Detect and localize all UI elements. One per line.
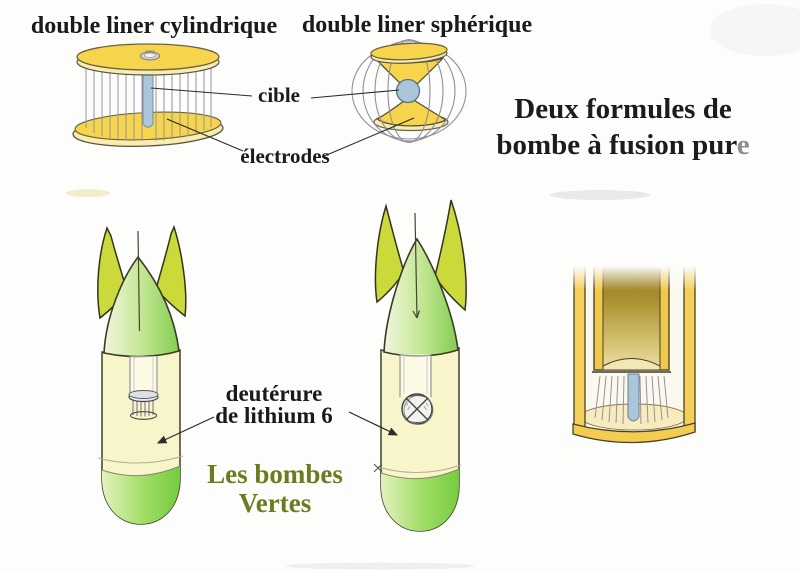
target-sphere [395,78,421,104]
inner-tube [399,354,432,397]
cylindrical-liner-drawing [72,43,224,147]
target-rod [142,61,154,128]
top-disc-face [370,42,448,61]
electrodes-connector-right [321,117,415,158]
bomb-nose-green [102,466,180,524]
fuel-arrow-right [348,411,399,436]
cible-connector-right [310,89,400,99]
label-cible: cible [258,83,300,107]
suspension-wire [137,230,141,332]
spherical-liner-drawing [351,38,467,144]
piston-dome [602,358,661,371]
label-electrodes: électrodes [240,144,330,168]
cup-band [572,422,696,444]
right-fin [434,199,467,312]
green-bomb-spherical [373,199,467,532]
fuel-arrow-left [156,416,215,444]
suspension-wire [412,212,421,319]
main-title-fade-letter: e [736,129,750,161]
label-fuel-line1: deutérure [225,381,323,406]
caption-line1: Les bombes [207,459,343,489]
target-rod [627,373,640,422]
mini-liner-wires [132,400,154,417]
top-fade [565,242,705,290]
caption-green-bombs: Les bombes Vertes [207,460,343,518]
left-fin [374,203,405,304]
callout-lines [150,87,415,158]
main-title-line2: bombe à fusion pure [496,129,750,161]
main-title-line1: Deux formules de [514,93,732,125]
fuel-surface-line [377,464,462,473]
scan-smudges [66,4,800,570]
fuel-callout-arrows [156,411,399,444]
barrel-cross-section-drawing [565,242,705,444]
cible-connector-left [150,87,253,97]
electrode-fan [594,375,669,425]
heading-cylindrical: double liner cylindrique [30,13,278,39]
label-fuel: deutérure de lithium 6 [215,381,333,428]
heading-spherical: double liner sphérique [301,12,533,38]
caption-line2: Vertes [238,488,312,518]
inner-tube [129,356,158,395]
electrode-wires [85,59,212,141]
green-bomb-cylindrical [97,224,187,525]
bomb-nose-green [381,469,459,531]
label-fuel-line2: de lithium 6 [215,403,333,428]
right-fin [155,224,187,318]
main-title: Deux formules de bombe à fusion pure [496,91,749,163]
electrodes-connector-left [166,118,244,152]
fuel-surface-line [97,455,184,464]
